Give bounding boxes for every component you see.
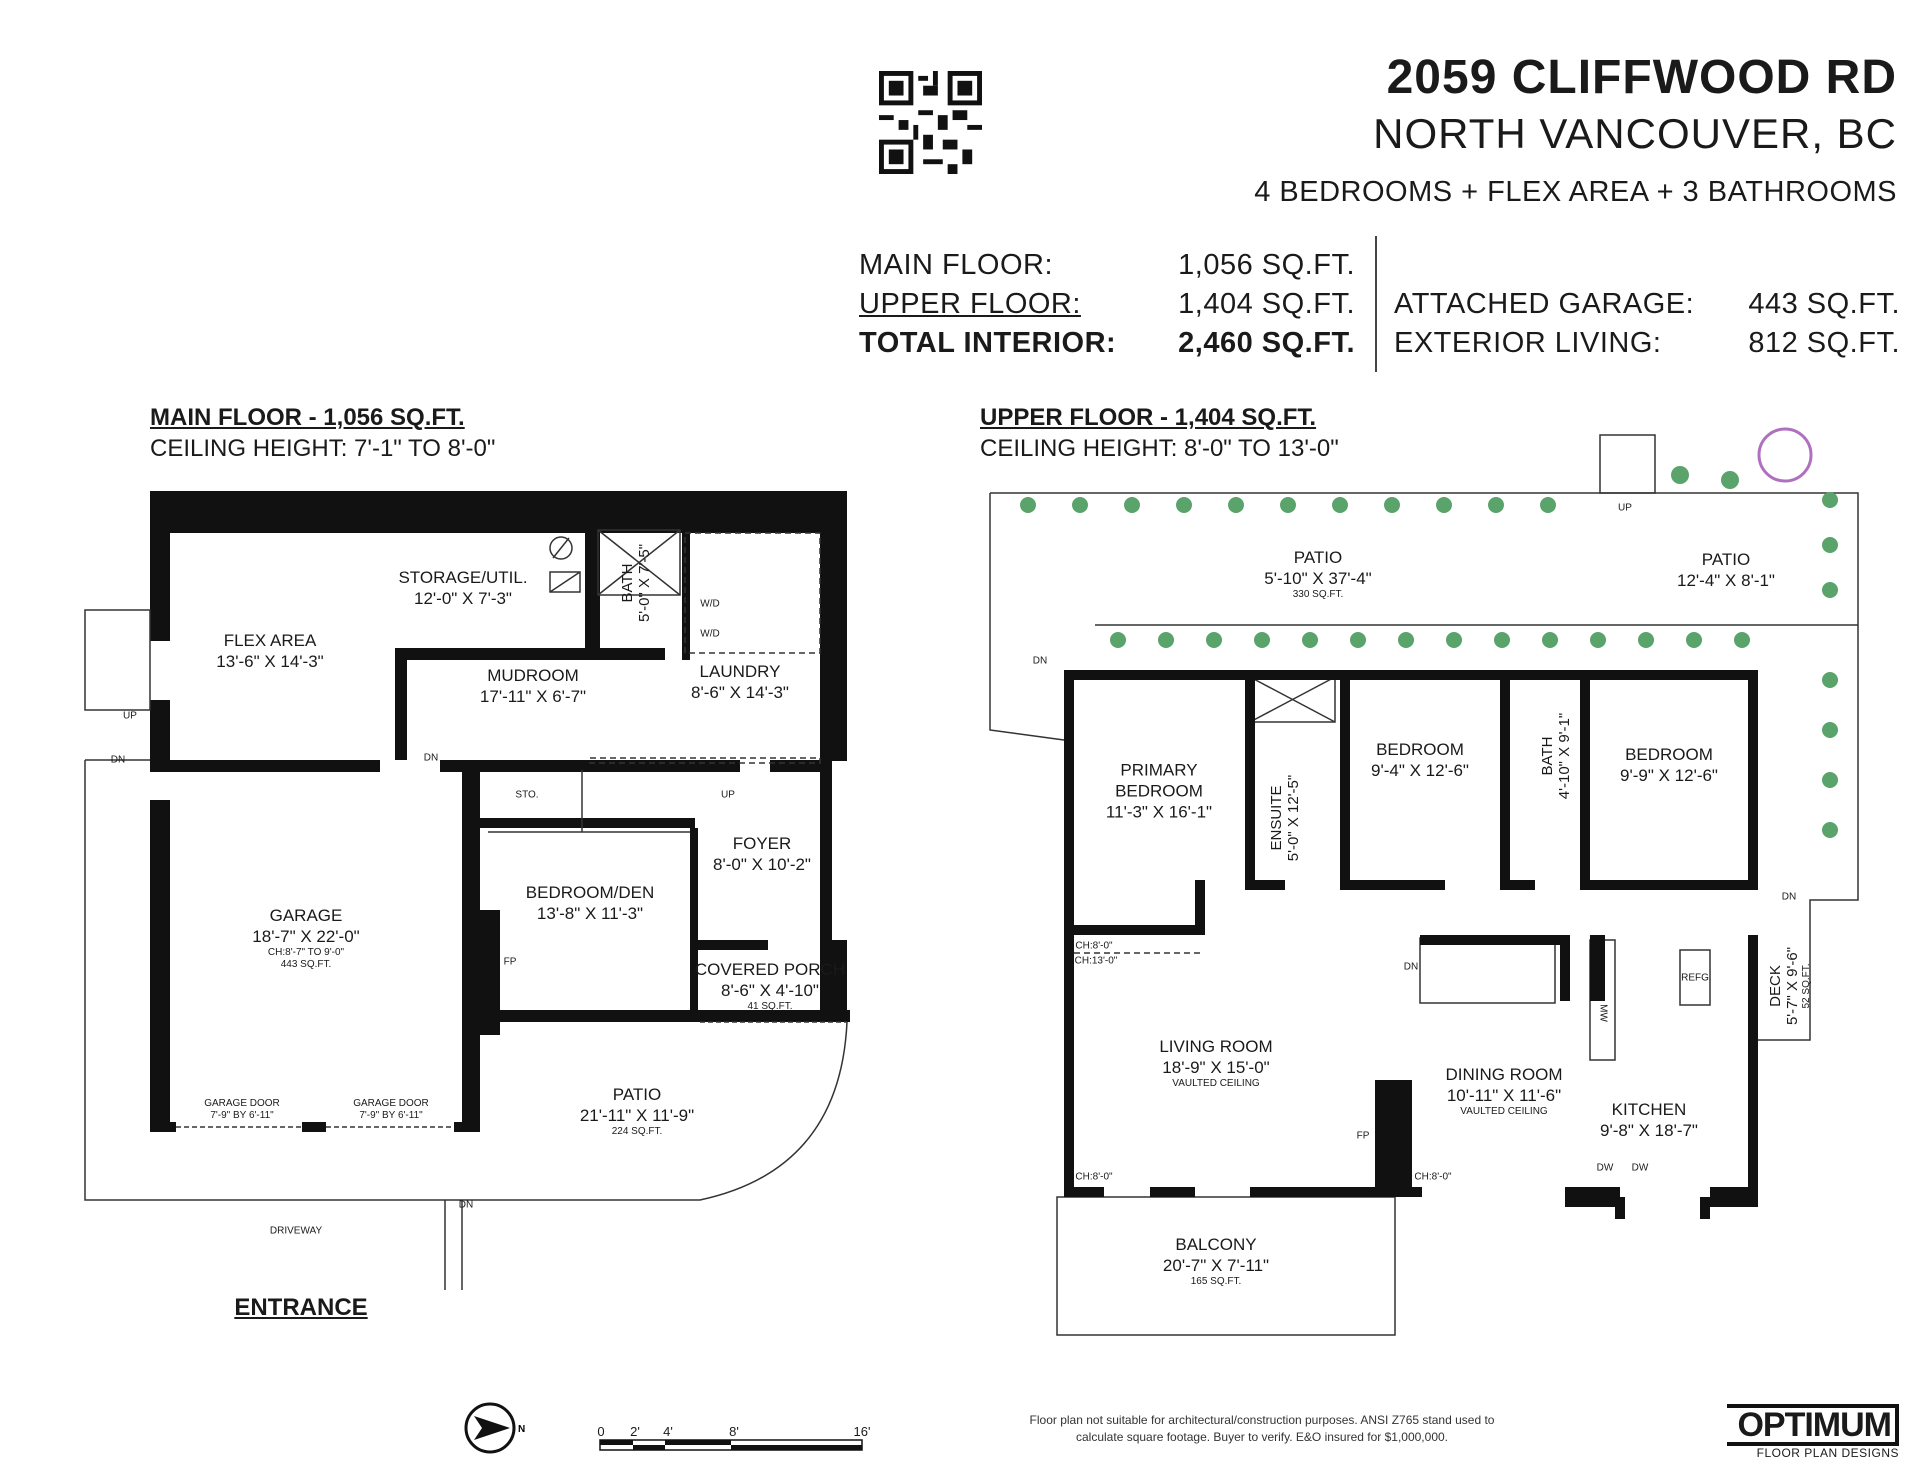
compass-letter: N	[518, 1424, 525, 1435]
scale-tick-0: 0	[597, 1424, 605, 1439]
ceiling-height-1: CH:8'-0"	[1075, 940, 1113, 952]
foyer-up-label: UP	[721, 789, 735, 801]
upper-floor-walls	[1064, 670, 1758, 1219]
main-floor-ceiling: CEILING HEIGHT: 7'-1" TO 8'-0"	[150, 435, 496, 462]
plant-icons	[1020, 466, 1838, 838]
sto-label: STO.	[515, 789, 539, 801]
upper-dn-label: DN	[1032, 655, 1048, 667]
disclaimer: Floor plan not suitable for architectura…	[1029, 1413, 1495, 1444]
stat-label-exterior: EXTERIOR LIVING:	[1394, 327, 1662, 359]
refrigerator-label: REFG	[1681, 972, 1709, 984]
dishwasher-1: DW	[1596, 1162, 1614, 1174]
stat-value-total: 2,460 SQ.FT.	[1178, 327, 1355, 359]
stat-value-garage: 443 SQ.FT.	[1748, 288, 1900, 320]
stairs-down-label: DN	[110, 754, 126, 766]
stat-value-main: 1,056 SQ.FT.	[1178, 249, 1355, 281]
stat-value-exterior: 812 SQ.FT.	[1748, 327, 1900, 359]
main-floor-title: MAIN FLOOR - 1,056 SQ.FT.	[150, 404, 465, 431]
tree-icon	[1757, 427, 1813, 483]
driveway-dn-label: DN	[458, 1199, 474, 1211]
entrance-label: ENTRANCE	[234, 1294, 368, 1321]
compass-icon: N	[464, 1402, 525, 1454]
stats-divider	[1375, 236, 1377, 372]
ceiling-height-4: CH:8'-0"	[1414, 1171, 1452, 1183]
driveway-label: DRIVEWAY	[269, 1225, 323, 1237]
washer-dryer-2: W/D	[700, 628, 720, 640]
property-address: 2059 CLIFFWOOD RD	[1386, 51, 1897, 104]
scale-tick-16: 16'	[853, 1424, 871, 1439]
room-storage: STORAGE/UTIL.12'-0" X 7'-3"	[398, 568, 528, 608]
upper-floor-title: UPPER FLOOR - 1,404 SQ.FT.	[980, 404, 1317, 431]
scale-bar	[599, 1439, 863, 1451]
stairs-up-label: UP	[123, 710, 137, 722]
stat-label-upper: UPPER FLOOR:	[859, 288, 1081, 320]
microwave-label: MW	[1597, 1004, 1609, 1022]
stat-label-garage: ATTACHED GARAGE:	[1394, 288, 1695, 320]
scale-tick-8: 8'	[729, 1424, 739, 1439]
washer-dryer-1: W/D	[700, 598, 720, 610]
stat-label-total: TOTAL INTERIOR:	[859, 327, 1117, 359]
upper-up-label: UP	[1618, 502, 1632, 514]
optimum-logo: OPTIMUM FLOOR PLAN DESIGNS	[1727, 1404, 1899, 1460]
upper-floor-ceiling: CEILING HEIGHT: 8'-0" TO 13'-0"	[980, 435, 1339, 462]
mudroom-dn-label: DN	[423, 752, 439, 764]
main-floor-thin-lines	[84, 529, 848, 1290]
property-city: NORTH VANCOUVER, BC	[1373, 110, 1897, 157]
dishwasher-2: DW	[1631, 1162, 1649, 1174]
stairs-dn-label: DN	[1403, 961, 1419, 973]
qr-code	[879, 71, 982, 174]
ceiling-height-2: CH:13'-0"	[1074, 955, 1118, 967]
ceiling-height-3: CH:8'-0"	[1075, 1171, 1113, 1183]
property-summary: 4 BEDROOMS + FLEX AREA + 3 BATHROOMS	[1254, 176, 1897, 208]
fireplace-label: FP	[503, 956, 517, 968]
stat-value-upper: 1,404 SQ.FT.	[1178, 288, 1355, 320]
scale-tick-2: 2'	[630, 1424, 640, 1439]
upper-fireplace-label: FP	[1356, 1130, 1370, 1142]
deck-dn-label: DN	[1781, 891, 1797, 903]
scale-tick-4: 4'	[663, 1424, 673, 1439]
stat-label-main: MAIN FLOOR:	[859, 249, 1054, 281]
